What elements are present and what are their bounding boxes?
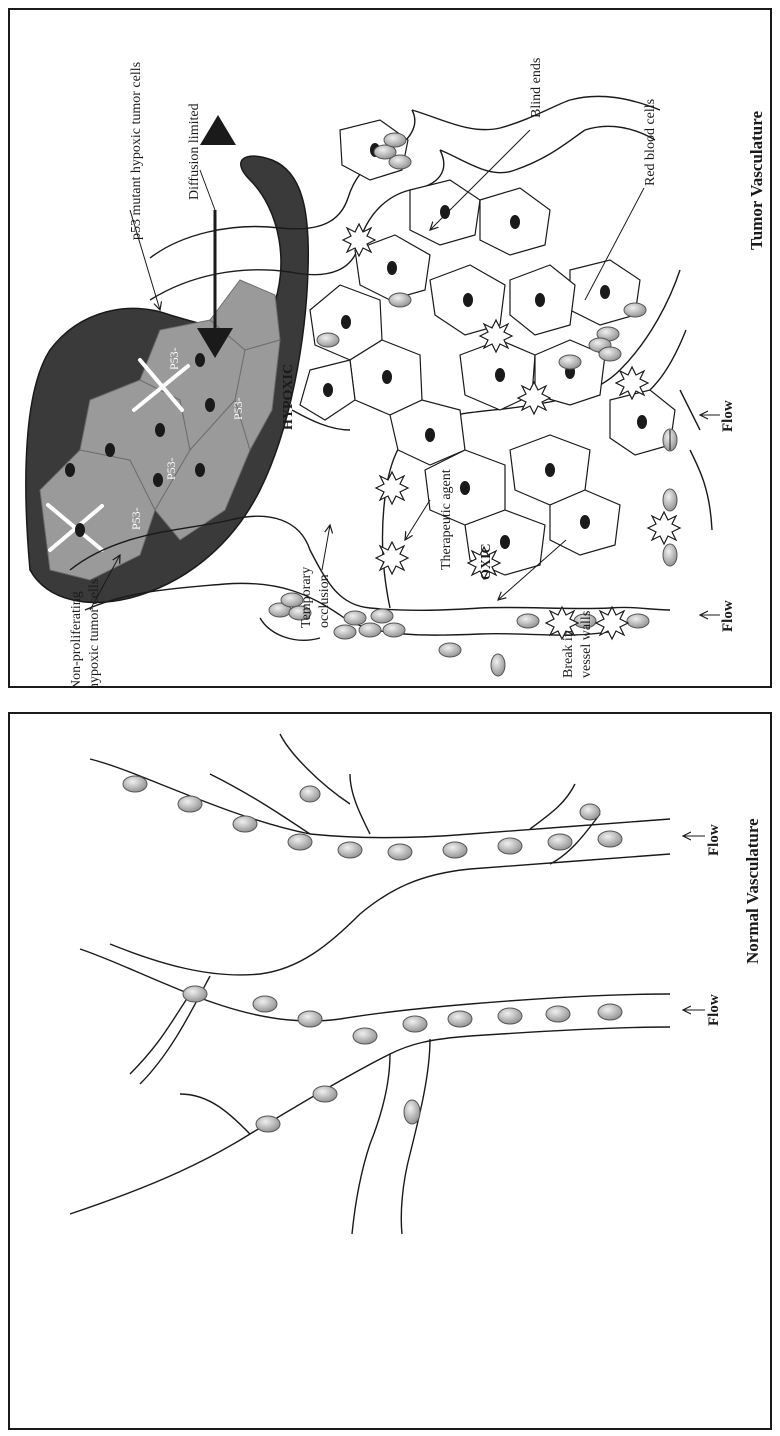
label-diffusion-limited: Diffusion limited xyxy=(187,103,202,200)
normal-vasculature-diagram: Flow Flow Normal Vasculature xyxy=(10,714,770,1428)
panel-title-tumor: Tumor Vasculature xyxy=(747,111,766,250)
normal-flow-arrows xyxy=(683,836,705,1010)
label-therapeutic-agent: Therapeutic agent xyxy=(439,469,454,570)
label-blind-ends: Blind ends xyxy=(529,58,544,118)
label-oxic: OXIC xyxy=(479,543,494,580)
p53-label-c: P53- xyxy=(231,397,245,420)
tissue-cells xyxy=(300,120,675,575)
p53-label-a: P53- xyxy=(129,507,143,530)
p53-label-b: P53- xyxy=(164,457,178,480)
label-non-proliferating-2: hypoxic tumor cells xyxy=(87,579,102,686)
label-temporary-occlusion-2: occlusion xyxy=(317,574,332,628)
normal-vessels xyxy=(70,734,670,1234)
normal-label-flow-1: Flow xyxy=(706,824,722,856)
tumor-vasculature-diagram: P53- P53- P53- P53- xyxy=(10,10,770,686)
tumor-vasculature-panel: P53- P53- P53- P53- xyxy=(8,8,772,688)
label-red-blood-cells: Red blood cells xyxy=(643,99,658,186)
label-hypoxic: HYPOXIC xyxy=(281,364,296,430)
label-flow-1: Flow xyxy=(720,400,736,432)
normal-red-blood-cells xyxy=(123,776,622,1132)
label-temporary-occlusion-1: Temporary xyxy=(299,567,314,628)
label-non-proliferating-1: Non-proliferating xyxy=(69,591,84,686)
normal-label-flow-2: Flow xyxy=(706,994,722,1026)
label-flow-2: Flow xyxy=(720,600,736,632)
panel-title-normal: Normal Vasculature xyxy=(743,818,762,964)
normal-vasculature-panel: Flow Flow Normal Vasculature xyxy=(8,712,772,1430)
tumor-flow-arrows xyxy=(700,415,720,615)
label-break-vessel-2: vessel walls xyxy=(579,611,594,678)
label-break-vessel-1: Break in xyxy=(561,630,576,678)
label-p53-mutant: p53 mutant hypoxic tumor cells xyxy=(129,62,144,240)
p53-label-d: P53- xyxy=(167,347,181,370)
